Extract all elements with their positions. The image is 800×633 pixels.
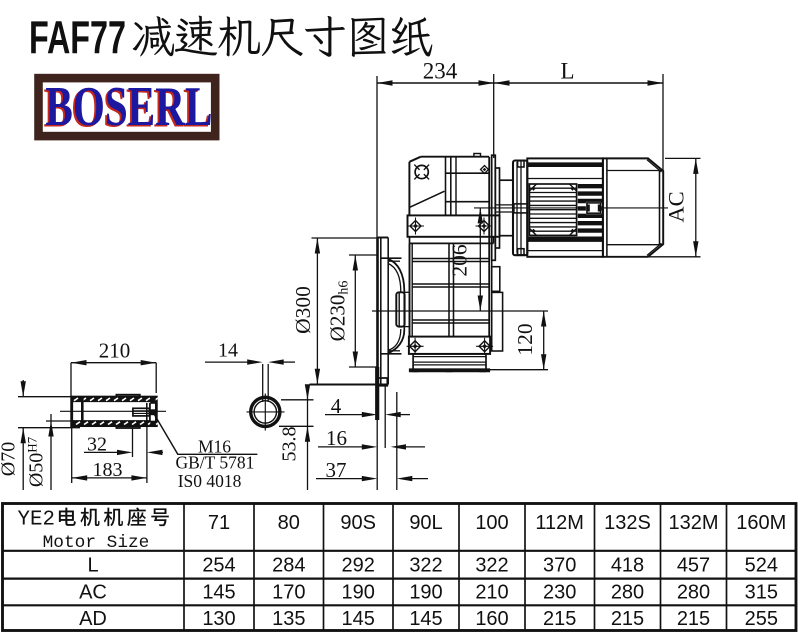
svg-text:210: 210 xyxy=(475,581,508,603)
svg-text:230: 230 xyxy=(543,581,576,603)
svg-text:190: 190 xyxy=(342,581,375,603)
svg-text:135: 135 xyxy=(272,608,305,630)
svg-text:37: 37 xyxy=(326,458,347,482)
svg-text:322: 322 xyxy=(475,555,508,577)
svg-text:YE2: YE2 xyxy=(18,509,55,532)
svg-text:210: 210 xyxy=(99,339,131,363)
svg-text:Ø300: Ø300 xyxy=(291,286,315,334)
svg-text:215: 215 xyxy=(677,608,710,630)
svg-text:280: 280 xyxy=(677,581,710,603)
svg-text:132S: 132S xyxy=(604,512,651,534)
svg-text:215: 215 xyxy=(611,608,644,630)
svg-text:M16: M16 xyxy=(198,436,231,456)
svg-text:315: 315 xyxy=(745,581,778,603)
svg-text:16: 16 xyxy=(326,426,347,450)
svg-text:206: 206 xyxy=(448,244,472,277)
svg-text:L: L xyxy=(87,555,98,577)
svg-text:370: 370 xyxy=(543,555,576,577)
svg-text:418: 418 xyxy=(611,555,644,577)
svg-text:234: 234 xyxy=(423,59,458,84)
svg-text:53.8: 53.8 xyxy=(279,427,301,462)
svg-text:112M: 112M xyxy=(535,512,584,534)
svg-text:132M: 132M xyxy=(668,512,718,534)
svg-text:280: 280 xyxy=(611,581,644,603)
svg-text:215: 215 xyxy=(543,608,576,630)
svg-text:32: 32 xyxy=(87,434,107,456)
svg-text:100: 100 xyxy=(475,512,508,534)
svg-text:130: 130 xyxy=(202,608,235,630)
svg-text:71: 71 xyxy=(208,512,230,534)
svg-text:322: 322 xyxy=(409,555,442,577)
svg-text:AC: AC xyxy=(79,581,107,603)
svg-text:457: 457 xyxy=(677,555,710,577)
svg-text:AC: AC xyxy=(664,191,689,222)
svg-text:183: 183 xyxy=(93,459,123,481)
svg-text:145: 145 xyxy=(409,608,442,630)
svg-text:120: 120 xyxy=(513,323,537,355)
svg-text:90S: 90S xyxy=(340,512,376,534)
svg-text:284: 284 xyxy=(272,555,305,577)
svg-text:524: 524 xyxy=(745,555,778,577)
svg-text:255: 255 xyxy=(745,608,778,630)
svg-text:Ø70: Ø70 xyxy=(0,442,20,476)
svg-text:GB/T 5781: GB/T 5781 xyxy=(176,453,255,473)
svg-text:190: 190 xyxy=(409,581,442,603)
svg-text:292: 292 xyxy=(342,555,375,577)
svg-text:90L: 90L xyxy=(409,512,442,534)
svg-text:160: 160 xyxy=(475,608,508,630)
svg-text:BOSERL: BOSERL xyxy=(44,78,211,140)
svg-text:160M: 160M xyxy=(736,512,786,534)
svg-text:254: 254 xyxy=(202,555,235,577)
svg-text:4: 4 xyxy=(331,394,342,418)
svg-text:L: L xyxy=(560,59,574,84)
svg-text:IS0 4018: IS0 4018 xyxy=(178,471,242,491)
svg-text:FAF77: FAF77 xyxy=(29,11,126,63)
svg-text:145: 145 xyxy=(342,608,375,630)
svg-text:170: 170 xyxy=(272,581,305,603)
svg-text:14: 14 xyxy=(218,340,238,362)
svg-text:Motor Size: Motor Size xyxy=(43,533,150,553)
svg-text:80: 80 xyxy=(278,512,300,534)
svg-text:AD: AD xyxy=(79,608,107,630)
svg-text:145: 145 xyxy=(202,581,235,603)
svg-text:BOSERL: BOSERL xyxy=(45,76,212,138)
